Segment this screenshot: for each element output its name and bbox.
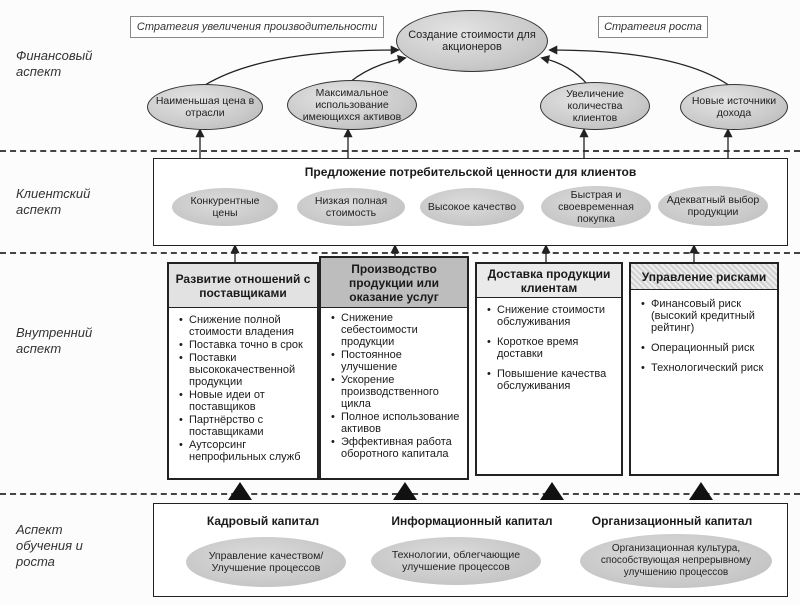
process-supplier-relations: Развитие отношений с поставщиками Снижен… [167,262,319,480]
process-production-title: Производство продукции или оказание услу… [321,258,467,308]
capital-human-title: Кадровый капитал [206,514,320,528]
support-triangle [228,482,252,500]
process-item: Технологический риск [641,362,771,374]
customer-item-fast-purchase: Быстрая и своевременная покупка [541,186,651,228]
support-triangle [689,482,713,500]
process-item: Партнёрство с поставщиками [179,414,311,438]
capital-information-item: Технологии, облегчающие улучшение процес… [371,537,541,585]
process-item: Короткое время доставки [487,336,615,360]
strategy-productivity: Стратегия увеличения производительности [130,16,384,38]
process-item: Поставки высококачественной продукции [179,352,311,388]
separator-customer-internal [0,252,800,254]
process-delivery: Доставка продукции клиентам Снижение сто… [475,262,623,476]
separator-financial-customer [0,150,800,152]
customer-item-high-quality: Высокое качество [420,188,524,226]
aspect-learning: Аспект обучения и роста [16,522,83,569]
process-item: Полное использование активов [331,411,461,435]
capital-human-item: Управление качеством/Улучшение процессов [186,537,346,587]
capital-organizational-title: Организационный капитал [591,514,753,528]
process-production: Производство продукции или оказание услу… [319,256,469,480]
customer-item-product-choice: Адекватный выбор продукции [658,186,768,226]
process-item: Постоянное улучшение [331,349,461,373]
process-supplier-relations-title: Развитие отношений с поставщиками [169,264,317,308]
process-risk-management: Управление рисками Финансовый риск (высо… [629,262,779,476]
process-risk-management-title: Управление рисками [631,264,777,290]
process-item: Финансовый риск (высокий кредитный рейти… [641,298,771,334]
aspect-customer: Клиентский аспект [16,186,91,217]
process-delivery-title: Доставка продукции клиентам [477,264,621,298]
customer-value-title: Предложение потребительской ценности для… [304,165,637,179]
process-item: Аутсорсинг непрофильных служб [179,439,311,463]
customer-item-competitive-prices: Конкурентные цены [172,188,278,226]
process-item: Повышение качества обслуживания [487,368,615,392]
process-item: Эффективная работа оборотного капитала [331,436,461,460]
process-item: Снижение полной стоимости владения [179,314,311,338]
aspect-financial: Финансовый аспект [16,48,93,79]
financial-item-new-revenue: Новые источники дохода [680,84,788,130]
financial-item-asset-usage: Максимальное использование имеющихся акт… [287,80,417,130]
aspect-internal: Внутренний аспект [16,325,93,356]
process-item: Снижение стоимости обслуживания [487,304,615,328]
support-triangle [393,482,417,500]
financial-item-lowest-price: Наименьшая цена в отрасли [147,84,263,130]
capital-organizational-item: Организационная культура, способствующая… [580,534,772,588]
shareholder-value-ellipse: Создание стоимости для акционеров [396,10,548,72]
process-item: Новые идеи от поставщиков [179,389,311,413]
support-triangle [540,482,564,500]
strategy-growth: Стратегия роста [598,16,708,38]
financial-item-customer-growth: Увеличение количества клиентов [540,82,650,130]
customer-item-low-total-cost: Низкая полная стоимость [297,188,405,226]
process-item: Операционный риск [641,342,771,354]
process-item: Ускорение производственного цикла [331,374,461,410]
capital-information-title: Информационный капитал [391,514,553,528]
process-item: Поставка точно в срок [179,339,311,351]
process-item: Снижение себестоимости продукции [331,312,461,348]
